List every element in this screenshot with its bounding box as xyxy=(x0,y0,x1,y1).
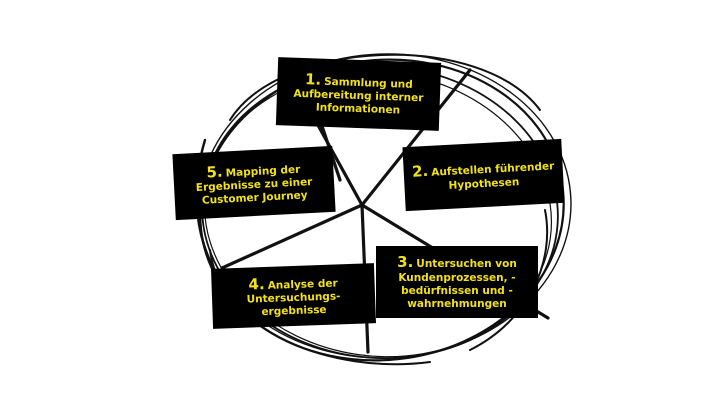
step-number: 1. xyxy=(304,69,322,89)
step-number: 5. xyxy=(205,162,224,181)
step-number: 4. xyxy=(248,274,265,294)
spoke-line xyxy=(360,68,472,207)
step-box-3: 3.Untersuchen von Kundenprozessen, -bedü… xyxy=(376,246,538,318)
step-box-4: 4.Analyse der Untersuchungs-ergebnisse xyxy=(211,263,376,329)
outer-circle-stroke xyxy=(229,53,541,121)
step-box-1: 1.Sammlung und Aufbereitung interner Inf… xyxy=(275,57,442,131)
step-number: 3. xyxy=(397,252,414,271)
step-box-5: 5.Mapping der Ergebnisse zu einer Custom… xyxy=(172,145,336,221)
step-number: 2. xyxy=(411,161,429,181)
step-label: Aufstellen führender Hypothesen xyxy=(430,160,555,192)
step-box-2: 2.Aufstellen führender Hypothesen xyxy=(402,138,565,212)
step-label: Untersuchen von Kundenprozessen, -bedürf… xyxy=(398,257,517,310)
spoke-line xyxy=(220,203,364,270)
